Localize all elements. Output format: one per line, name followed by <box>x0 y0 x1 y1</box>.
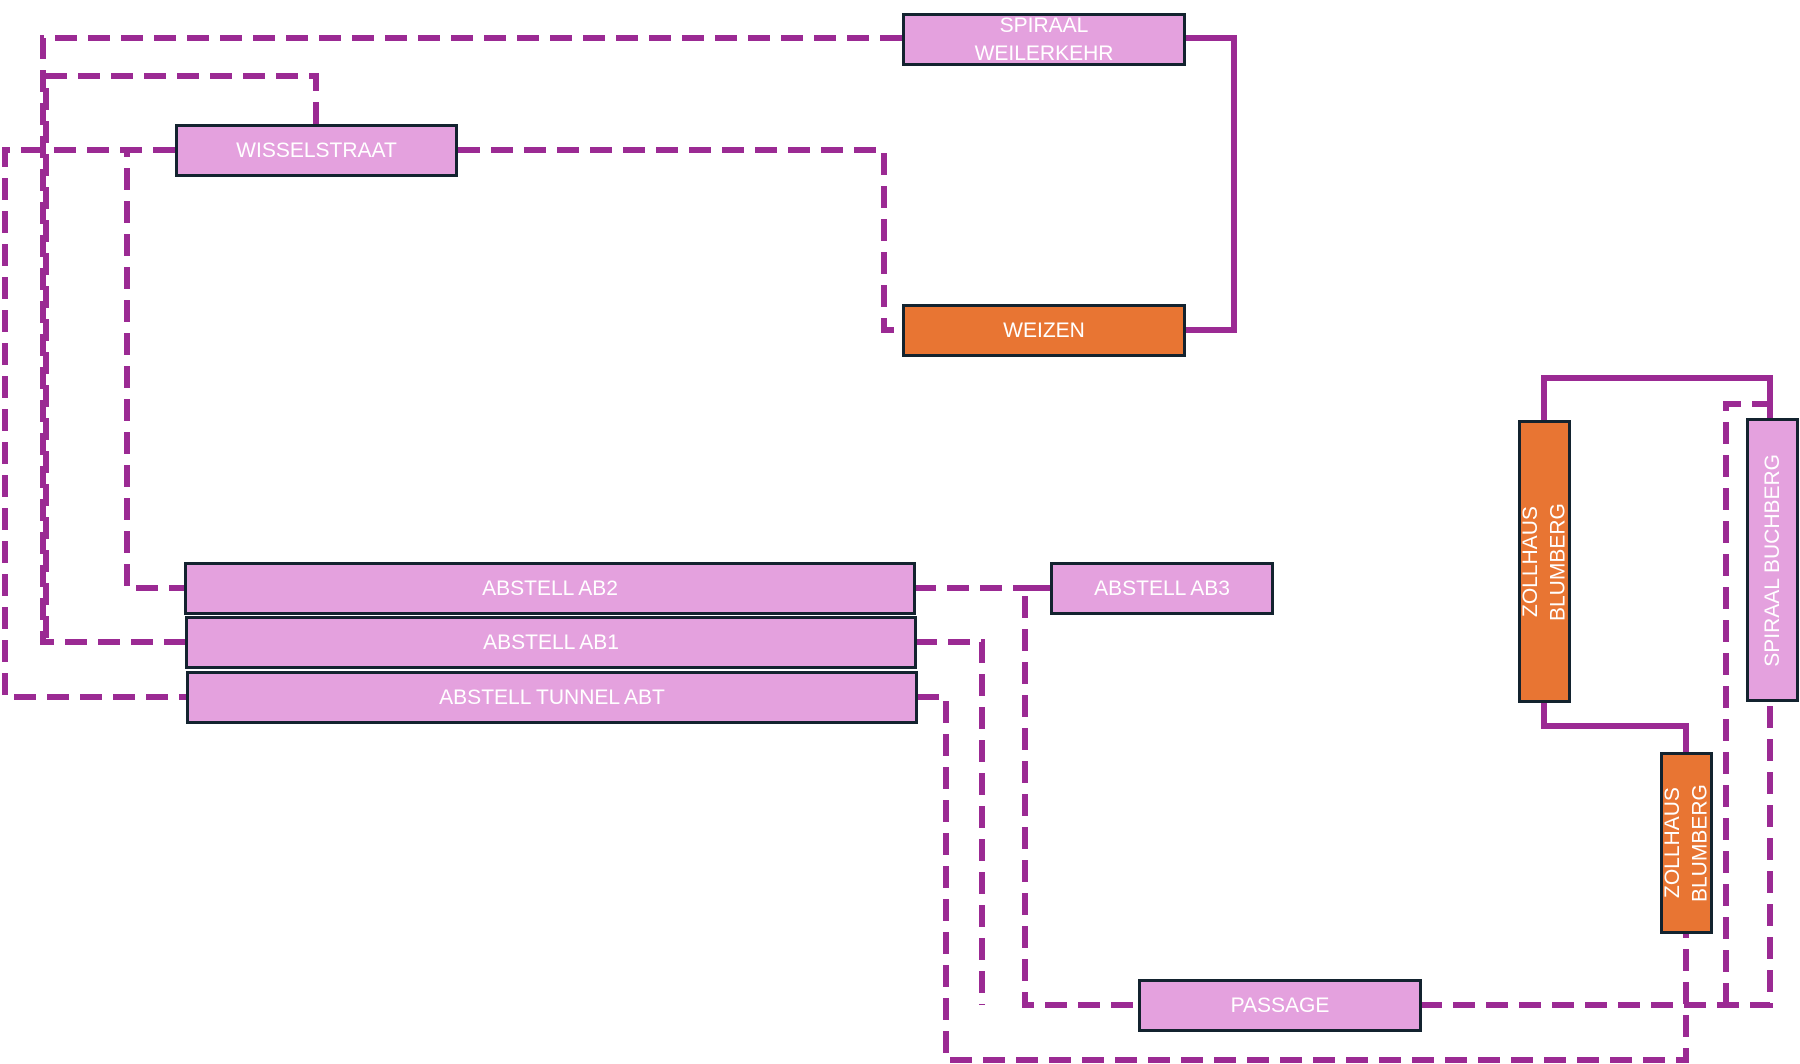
node-zollhaus-blumberg-2-label: ZOLLHAUS BLUMBERG <box>1661 784 1712 902</box>
solid-connection-zollhaus-to-zollhaus <box>1541 702 1689 752</box>
node-wisselstraat[interactable]: WISSELSTRAAT <box>175 124 458 177</box>
node-weizen[interactable]: WEIZEN <box>902 304 1186 357</box>
dashed-connection-passage-spiraal-buchberg-inner <box>1723 401 1770 1005</box>
dashed-connection-wisselstraat-tunnel <box>2 147 188 700</box>
solid-connection-zollhaus-spiraal-buchberg <box>1541 375 1773 420</box>
dashed-connection-wisselstraat-ab2 <box>124 147 186 591</box>
node-abstell-ab2-label: ABSTELL AB2 <box>482 576 618 600</box>
node-abstell-ab2[interactable]: ABSTELL AB2 <box>184 562 916 615</box>
node-weizen-label: WEIZEN <box>1003 318 1085 342</box>
node-abstell-ab3-label: ABSTELL AB3 <box>1094 576 1230 600</box>
node-abstell-ab1-label: ABSTELL AB1 <box>483 630 619 654</box>
node-passage[interactable]: PASSAGE <box>1138 979 1422 1032</box>
dashed-connection-tunnel-zollhaus <box>917 694 1689 1063</box>
connections <box>2 35 1773 1063</box>
node-abstell-tunnel-abt[interactable]: ABSTELL TUNNEL ABT <box>186 671 918 724</box>
node-spiraal-buchberg[interactable]: SPIRAAL BUCHBERG <box>1746 418 1799 702</box>
dashed-connection-wisselstraat-weizen <box>458 147 904 333</box>
node-wisselstraat-label: WISSELSTRAAT <box>236 138 397 162</box>
solid-connection-spiraal-weilerkehr-weizen <box>1186 35 1237 333</box>
node-zollhaus-blumberg-1[interactable]: ZOLLHAUS BLUMBERG <box>1518 420 1571 703</box>
node-zollhaus-blumberg-1-label: ZOLLHAUS BLUMBERG <box>1519 502 1570 621</box>
node-abstell-ab1[interactable]: ABSTELL AB1 <box>185 616 917 669</box>
node-spiraal-weilerkehr-label: SPIRAAL WEILERKEHR <box>974 14 1114 65</box>
dashed-connection-ab3-passage <box>1022 585 1138 1008</box>
node-spiraal-weilerkehr[interactable]: SPIRAAL WEILERKEHR <box>902 13 1186 66</box>
dashed-connection-passage-spiraal-buchberg <box>1420 700 1773 1008</box>
node-abstell-ab3[interactable]: ABSTELL AB3 <box>1050 562 1274 615</box>
dashed-connection-ab1-passage <box>915 639 985 1005</box>
node-abstell-tunnel-abt-label: ABSTELL TUNNEL ABT <box>439 685 665 709</box>
node-spiraal-buchberg-label: SPIRAAL BUCHBERG <box>1760 453 1784 667</box>
dashed-connection-spiraal-weilerkehr-ab1 <box>40 35 902 645</box>
node-passage-label: PASSAGE <box>1230 993 1330 1017</box>
node-zollhaus-blumberg-2[interactable]: ZOLLHAUS BLUMBERG <box>1660 752 1713 934</box>
dashed-connection-wisselstraat-loop <box>43 73 319 642</box>
